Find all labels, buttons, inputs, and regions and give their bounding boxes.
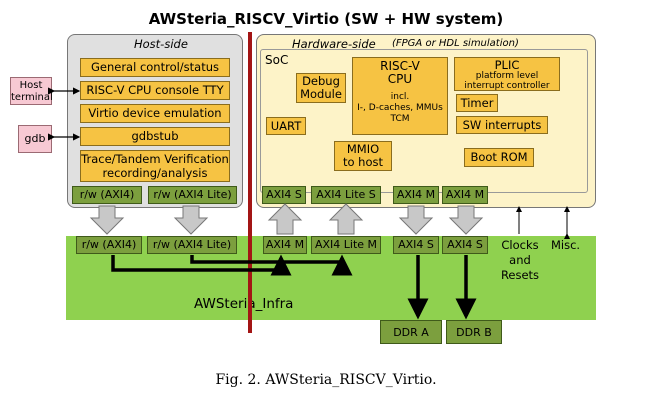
- hw-port-axi4m-2: AXI4 M: [442, 186, 488, 204]
- hw-axi4m2-down-arrow: [448, 205, 484, 235]
- infra-port-axi4litem: AXI4 Lite M: [311, 236, 381, 254]
- hw-port-axi4s: AXI4 S: [262, 186, 306, 204]
- soc-label: SoC: [265, 53, 289, 67]
- host-terminal-line2: terminal: [11, 92, 53, 103]
- debug-line2: Module: [300, 87, 342, 101]
- gdb-box: gdb: [18, 125, 52, 153]
- host-port-axi4: r/w (AXI4): [72, 186, 142, 204]
- cpu-console-box: RISC-V CPU console TTY: [80, 81, 230, 100]
- host-port-axi4lite: r/w (AXI4 Lite): [148, 186, 237, 204]
- riscv-cpu-box: RISC-V CPU incl. I-, D-caches, MMUs TCM: [352, 57, 448, 135]
- infra-port-axi4m: AXI4 M: [263, 236, 307, 254]
- infra-port-axi4s-2: AXI4 S: [442, 236, 488, 254]
- diagram-title: AWSteria_RISCV_Virtio (SW + HW system): [148, 10, 504, 28]
- cpu-line5: TCM: [390, 114, 410, 124]
- virtio-emulation-box: Virtio device emulation: [80, 104, 230, 123]
- mmio-line1: MMIO: [346, 142, 380, 156]
- host-side-label: Host-side: [134, 37, 188, 51]
- ddr-b-box: DDR B: [446, 320, 502, 344]
- uart-box: UART: [266, 117, 306, 135]
- trace-line2: recording/analysis: [102, 166, 208, 180]
- axi4-route: [111, 254, 292, 276]
- infra-port-rw-axi4lite: r/w (AXI4 Lite): [147, 236, 237, 254]
- clocks-line1: Clocks: [501, 238, 539, 252]
- clocks-line3: Resets: [500, 268, 540, 282]
- host-axi4lite-down-arrow: [173, 205, 209, 235]
- clocks-resets-label: Clocks and Resets: [495, 238, 545, 283]
- figure-caption: Fig. 2. AWSteria_RISCV_Virtio.: [215, 372, 437, 388]
- plic-line2: platform level: [475, 71, 539, 81]
- mmio-line2: to host: [342, 155, 384, 169]
- cpu-line4: I-, D-caches, MMUs: [357, 103, 443, 113]
- gdbstub-box: gdbstub: [80, 127, 230, 146]
- host-terminal-line1: Host: [19, 80, 43, 91]
- general-control-box: General control/status: [80, 58, 230, 77]
- plic-line1: PLIC: [494, 58, 520, 72]
- hardware-side-label: Hardware-side: [292, 37, 376, 51]
- boot-rom-box: Boot ROM: [464, 148, 534, 167]
- hw-axi4s-up-arrow: [267, 203, 303, 235]
- debug-module-box: Debug Module: [296, 73, 346, 103]
- host-axi4-down-arrow: [89, 205, 125, 235]
- hardware-side-sublabel: (FPGA or HDL simulation): [392, 38, 519, 49]
- trace-tandem-box: Trace/Tandem Verification recording/anal…: [80, 150, 230, 182]
- timer-box: Timer: [456, 94, 498, 112]
- plic-box: PLIC platform level interrupt controller: [454, 57, 560, 91]
- mmio-to-host-box: MMIO to host: [334, 141, 392, 171]
- infra-port-rw-axi4: r/w (AXI4): [76, 236, 142, 254]
- axi4lite-route: [190, 254, 353, 276]
- hw-axi4m1-down-arrow: [398, 205, 434, 235]
- ddr-a-box: DDR A: [380, 320, 442, 344]
- host-hardware-divider: [248, 32, 252, 333]
- plic-line3: interrupt controller: [464, 81, 550, 91]
- misc-label: Misc.: [551, 238, 581, 252]
- cpu-line1: RISC-V: [380, 59, 420, 73]
- hw-port-axi4m-1: AXI4 M: [393, 186, 439, 204]
- sw-interrupts-box: SW interrupts: [456, 116, 548, 134]
- infra-port-axi4s-1: AXI4 S: [393, 236, 439, 254]
- debug-line1: Debug: [302, 74, 340, 88]
- cpu-line3: incl.: [390, 92, 410, 102]
- hw-axi4lites-up-arrow: [328, 203, 364, 235]
- infra-label: AWSteria_Infra: [194, 296, 294, 312]
- cpu-line2: CPU: [387, 72, 413, 86]
- clocks-line2: and: [509, 253, 531, 267]
- trace-line1: Trace/Tandem Verification: [81, 152, 229, 166]
